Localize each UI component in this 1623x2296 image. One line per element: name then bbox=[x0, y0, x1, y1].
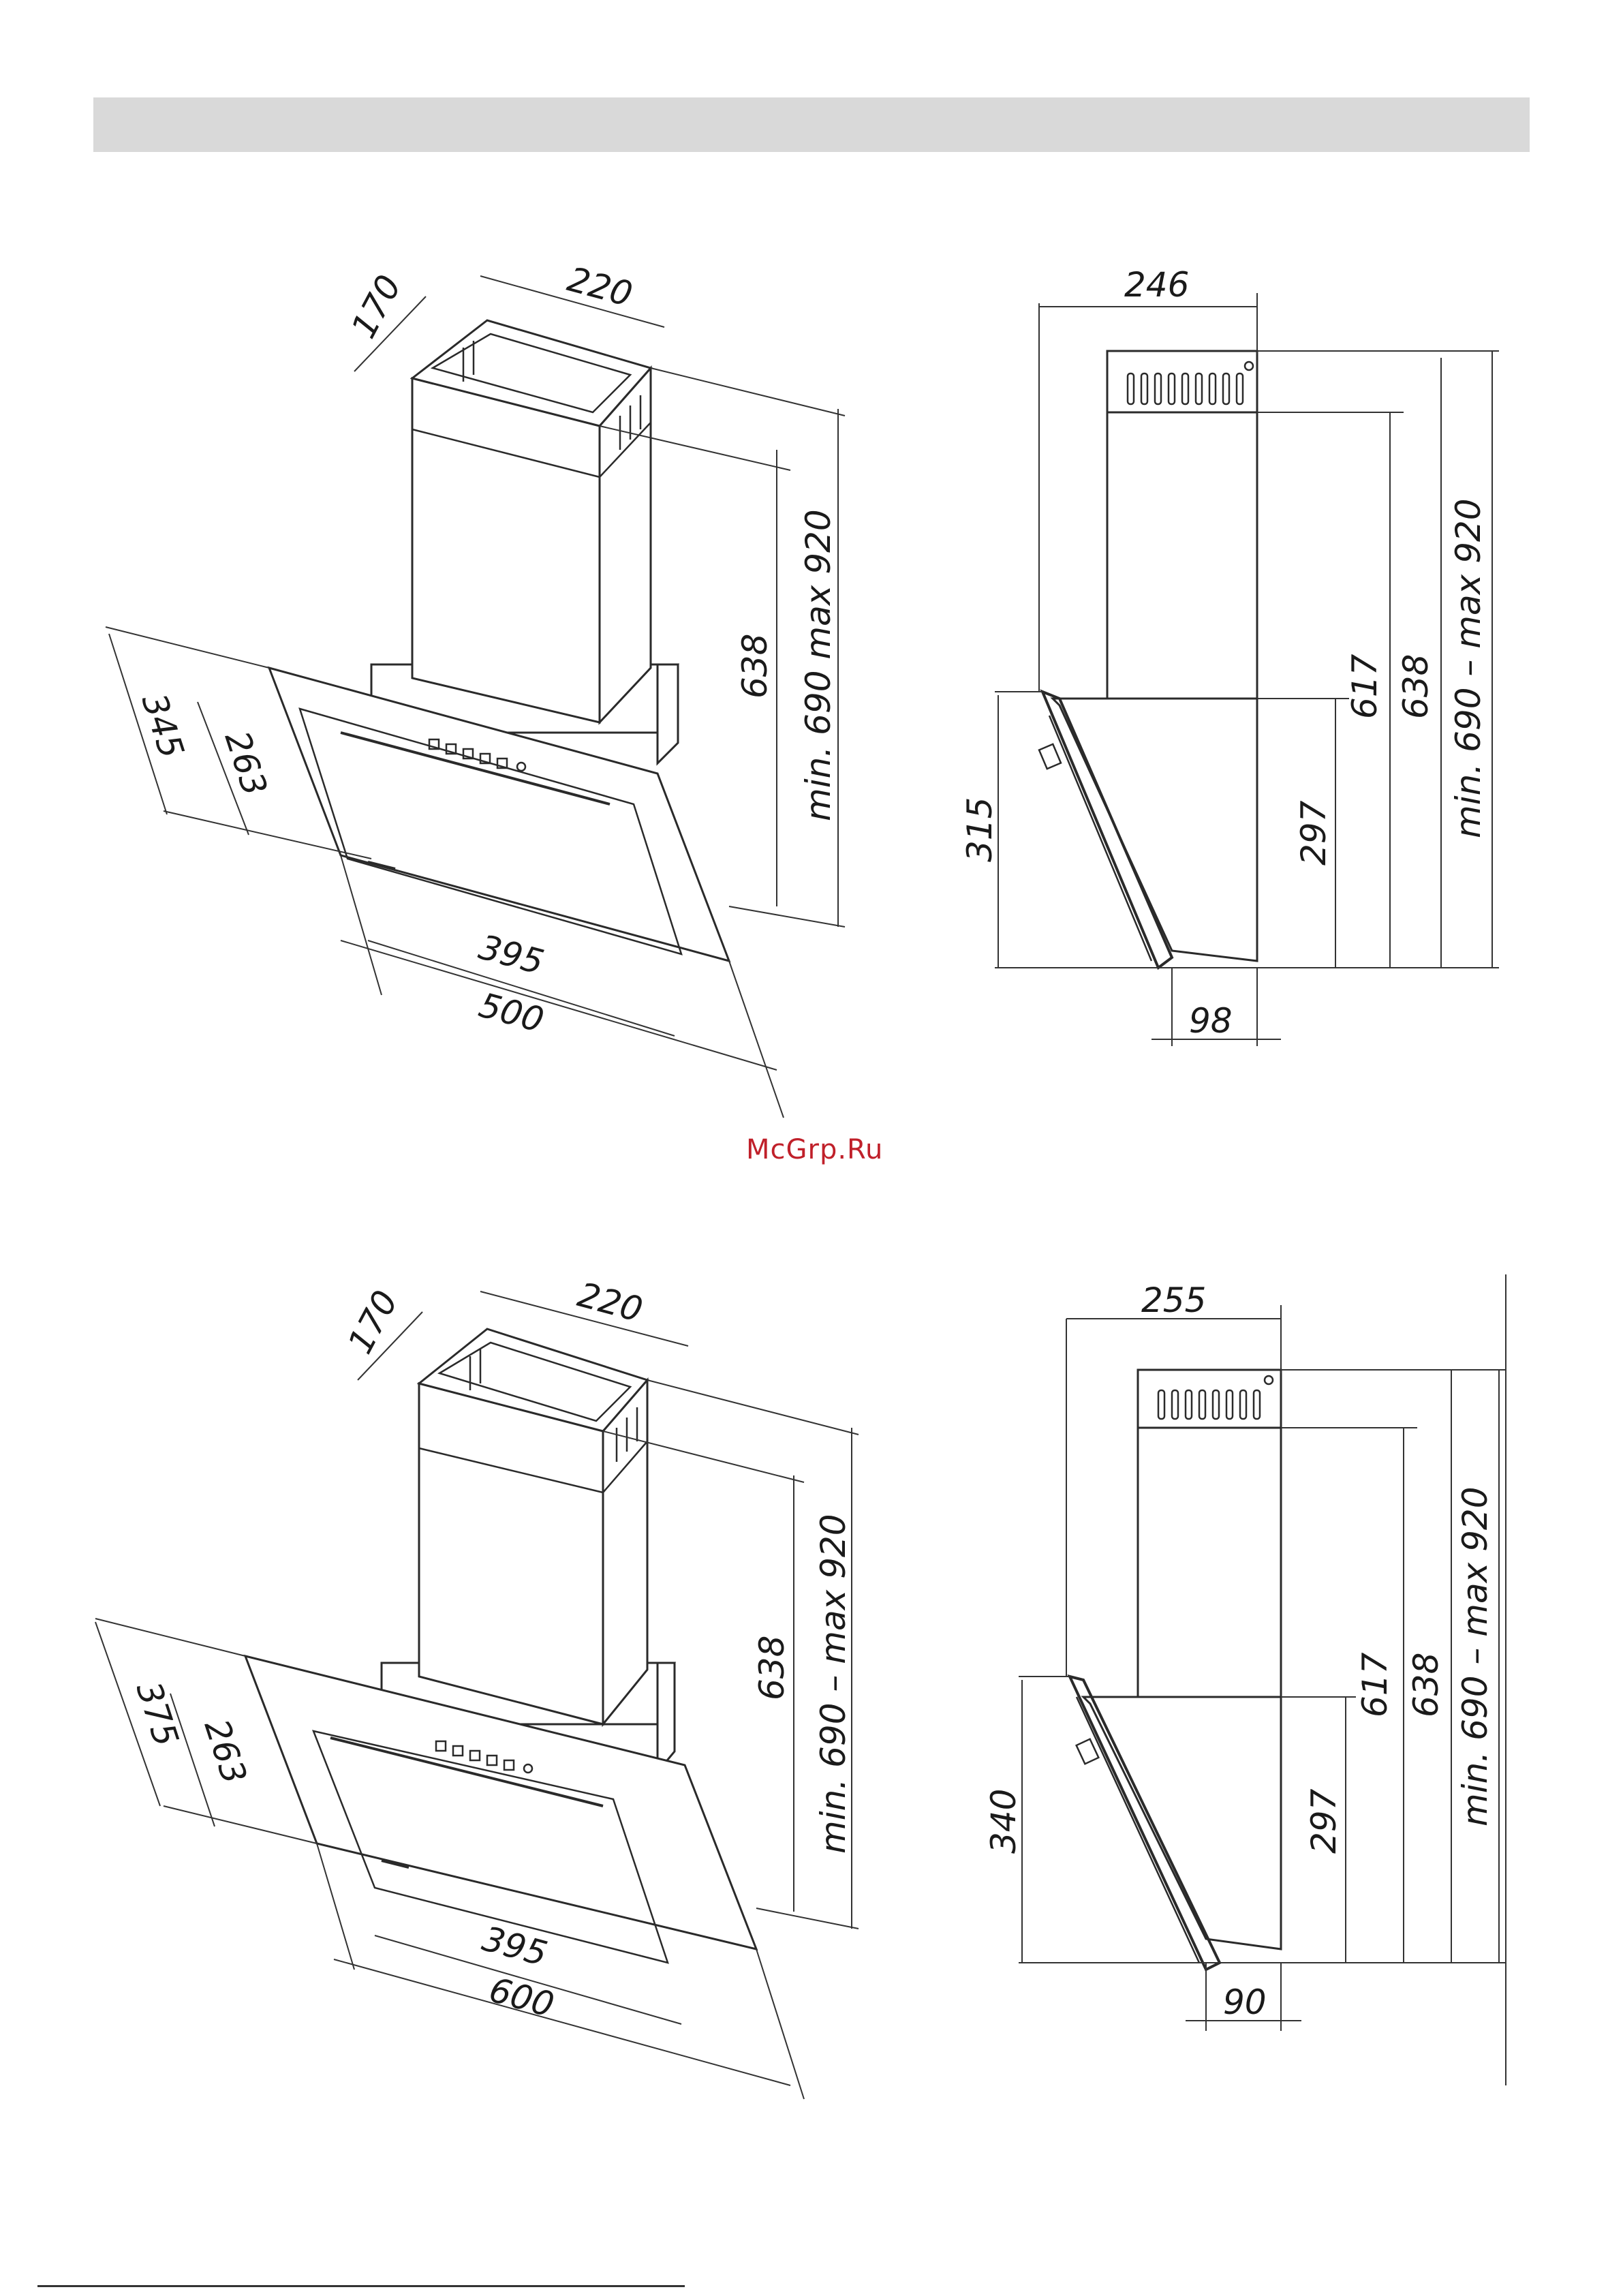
iso-top-height-label: 638 bbox=[735, 634, 775, 699]
side-bottom-297-label: 297 bbox=[1304, 1788, 1344, 1854]
side-bottom-top-label: 255 bbox=[1141, 1281, 1206, 1320]
iso-top-panel-inner-label: 395 bbox=[475, 928, 548, 983]
iso-bottom-width-label: 220 bbox=[574, 1275, 647, 1330]
iso-view-top: 170 220 638 min. 690 max 920 345 263 395… bbox=[106, 260, 845, 1118]
iso-top-depth-label: 170 bbox=[343, 269, 409, 344]
side-top-638-label: 638 bbox=[1396, 654, 1436, 719]
side-view-bottom: 255 617 638 min. 690 – max 920 340 297 9… bbox=[984, 1274, 1506, 2085]
side-top-315-label: 315 bbox=[960, 797, 1000, 862]
side-bottom-bottom-label: 90 bbox=[1223, 1983, 1267, 2022]
iso-bottom-panel-inner-label: 395 bbox=[478, 1919, 551, 1974]
side-top-range-label: min. 690 – max 920 bbox=[1449, 498, 1488, 838]
iso-top-inner-label: 263 bbox=[217, 726, 275, 801]
iso-bottom-inner-label: 263 bbox=[197, 1715, 255, 1789]
iso-bottom-depth-label: 170 bbox=[340, 1284, 405, 1360]
side-top-617-label: 617 bbox=[1345, 654, 1385, 719]
side-bottom-range-label: min. 690 – max 920 bbox=[1455, 1486, 1495, 1826]
side-top-bottom-label: 98 bbox=[1189, 1001, 1233, 1041]
side-bottom-638-label: 638 bbox=[1406, 1653, 1446, 1717]
iso-top-range-label: min. 690 max 920 bbox=[799, 509, 838, 821]
iso-bottom-panel-outer-label: 600 bbox=[485, 1970, 558, 2025]
iso-bottom-range-label: min. 690 – max 920 bbox=[814, 1514, 853, 1854]
iso-top-width-label: 220 bbox=[563, 260, 636, 315]
footer-rule bbox=[37, 2285, 685, 2287]
side-bottom-340-label: 340 bbox=[984, 1789, 1023, 1854]
iso-top-outer-label: 345 bbox=[134, 689, 192, 763]
iso-bottom-height-label: 638 bbox=[752, 1636, 792, 1700]
side-top-297-label: 297 bbox=[1294, 800, 1333, 866]
side-view-top: 246 617 638 min. 690 – max 920 315 297 9… bbox=[960, 265, 1499, 1046]
watermark: McGrp.Ru bbox=[746, 1134, 883, 1165]
iso-view-bottom: 170 220 638 min. 690 – max 920 375 263 3… bbox=[95, 1275, 859, 2099]
side-bottom-617-label: 617 bbox=[1355, 1652, 1395, 1717]
side-top-top-label: 246 bbox=[1124, 265, 1189, 305]
